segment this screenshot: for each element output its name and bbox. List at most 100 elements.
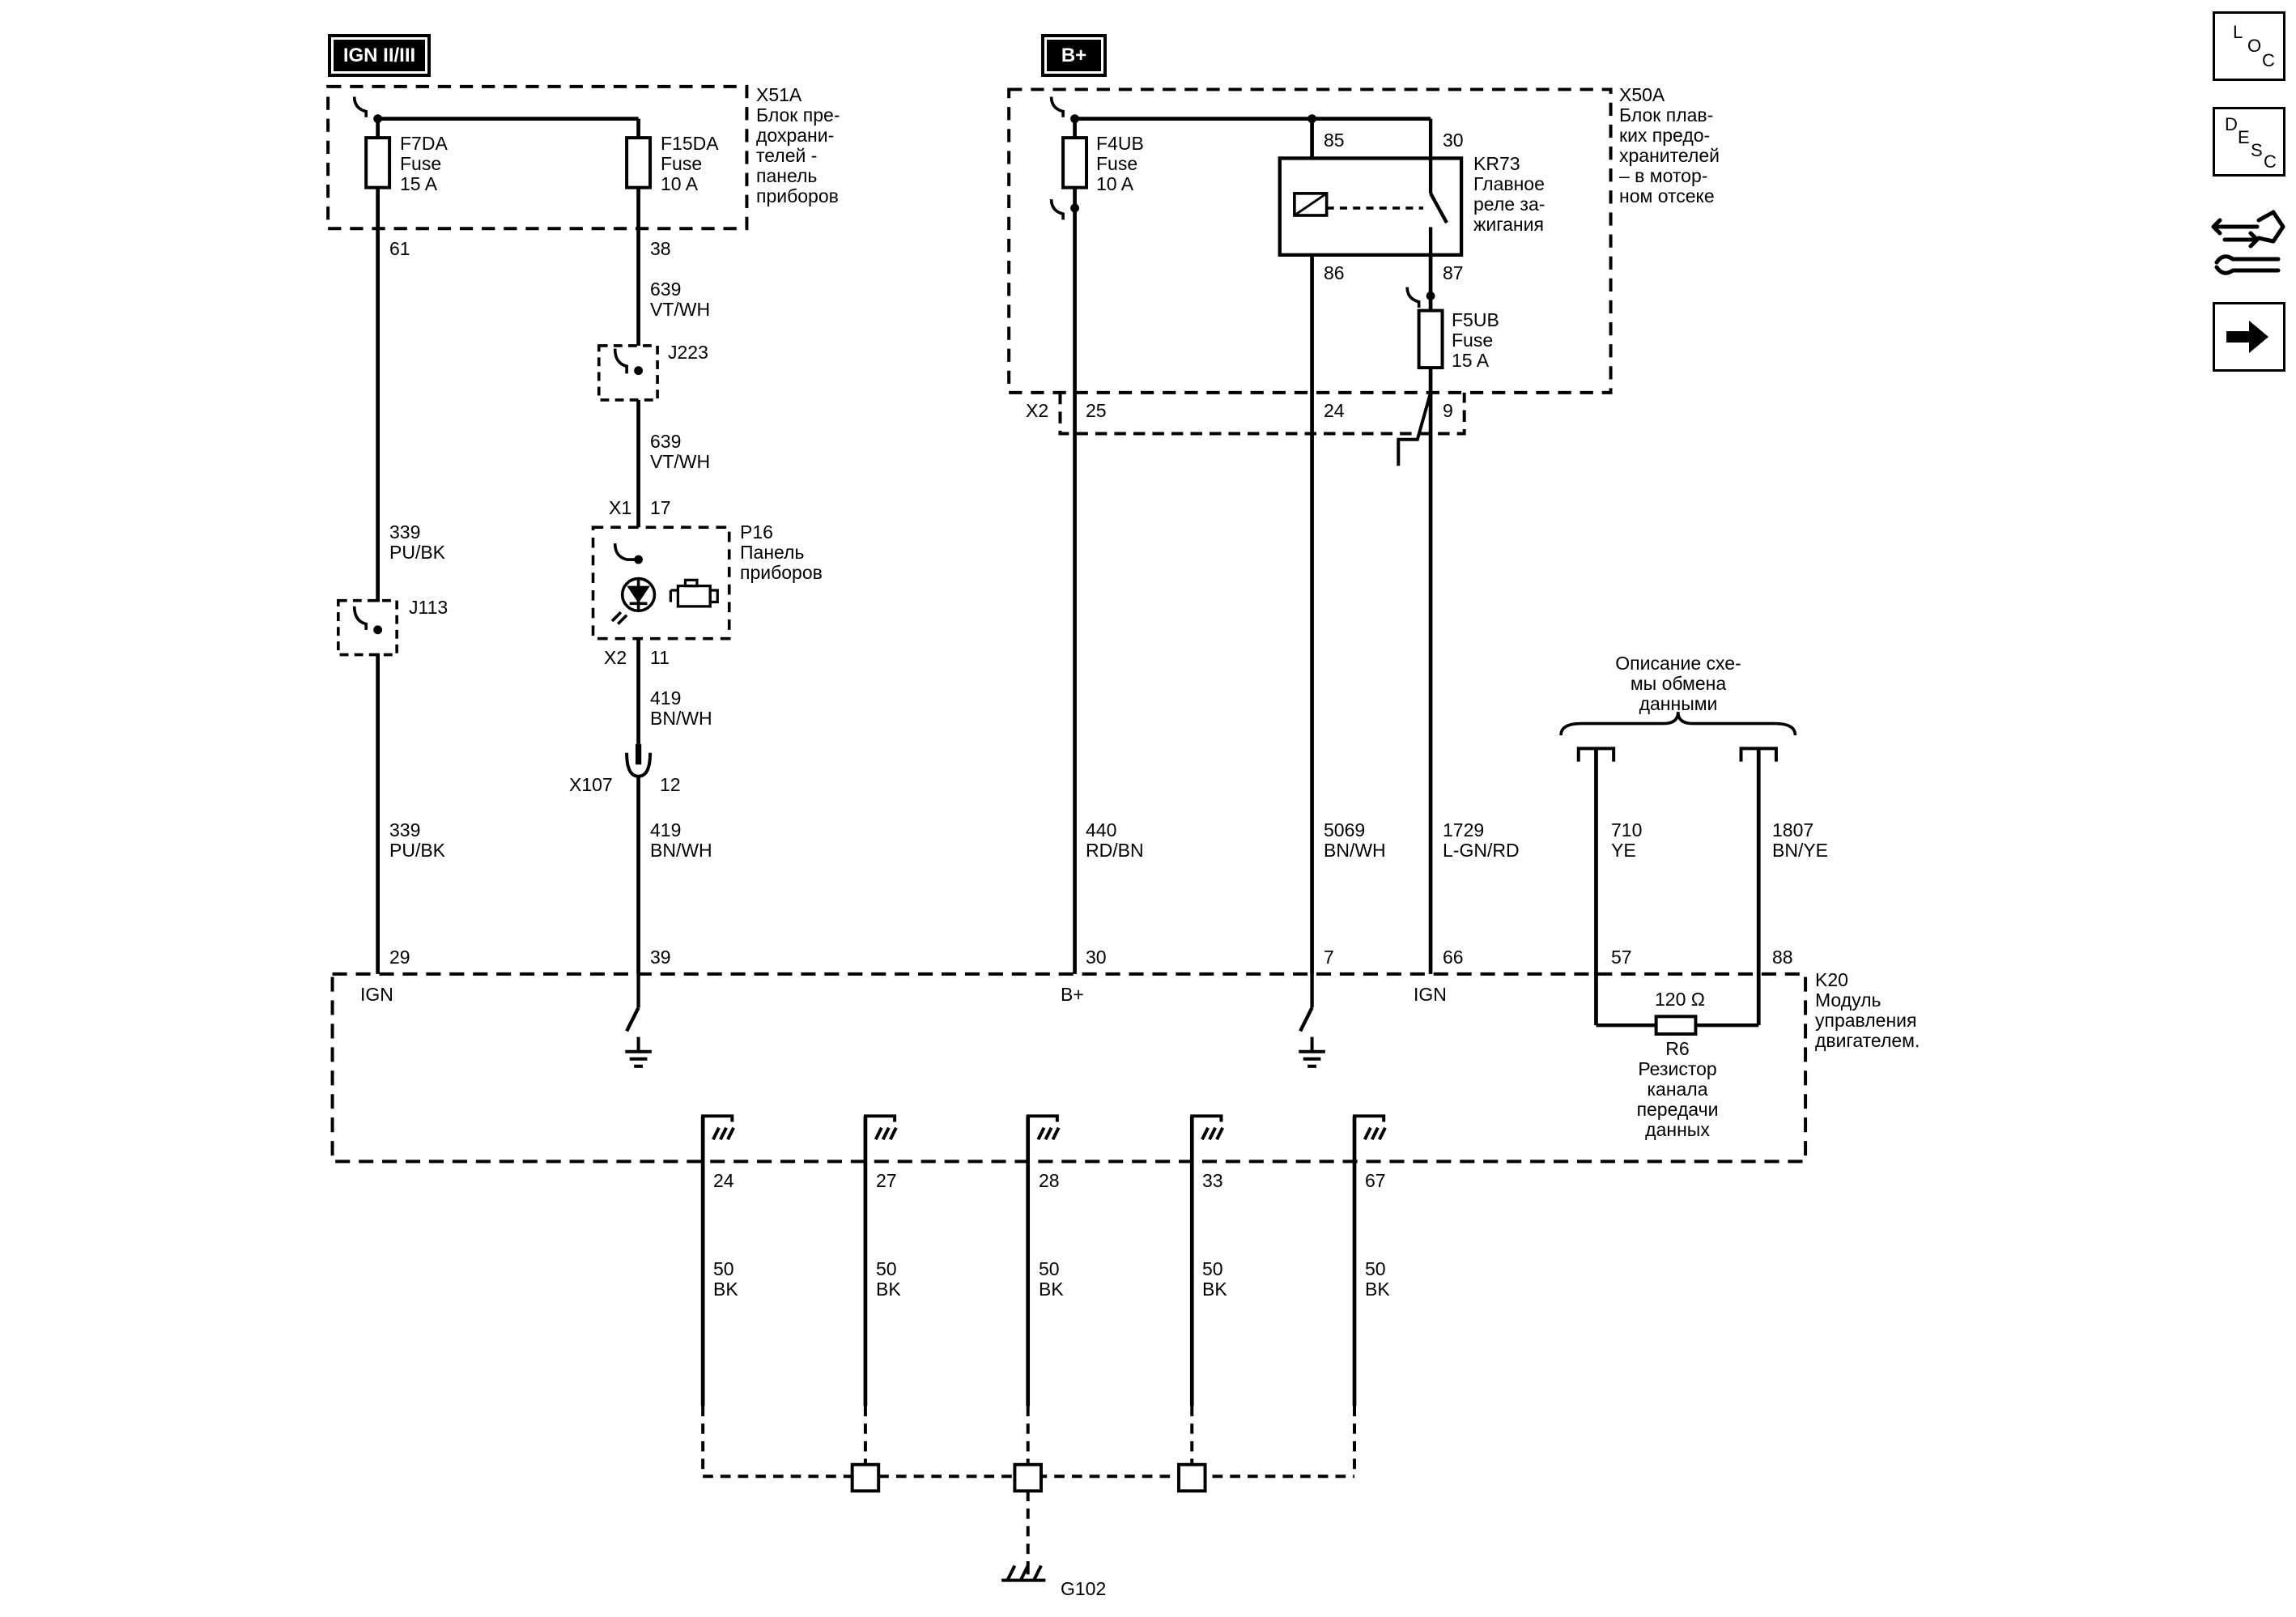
engine-warning-lamp	[610, 577, 657, 625]
relay-coil-diagonal	[1294, 192, 1328, 217]
ground-g102-symbol	[1001, 1564, 1046, 1582]
terminal-hook	[1049, 96, 1065, 117]
wire-label-419-b-circuit: 419	[650, 819, 682, 840]
ground-pin-27: 27	[876, 1170, 897, 1191]
instrument-panel-outline	[591, 526, 731, 640]
fuse-f4ub-id: F4UB	[1096, 133, 1144, 154]
ground-point-g102: G102	[1061, 1578, 1107, 1599]
resistor-r6-body	[1654, 1015, 1698, 1036]
next-arrow-icon[interactable]	[2213, 302, 2285, 372]
splice-j223-outline	[597, 344, 659, 402]
ground-wire-1-circuit: 50	[713, 1258, 734, 1279]
fuse-f4ub-type: Fuse	[1096, 153, 1138, 174]
desc-letter-d: D	[2225, 114, 2238, 134]
terminal-hook	[352, 96, 368, 117]
inline-connector-x107-pin: 12	[660, 774, 681, 795]
fuse-block-x50a-outline	[1007, 87, 1613, 394]
resistor-r6-id: R6	[1665, 1038, 1690, 1059]
k20-pin-7: 7	[1324, 947, 1334, 968]
fuse-f7da-id: F7DA	[400, 133, 448, 154]
wire-label-639-b-color: VT/WH	[650, 451, 711, 472]
fuse-f15da-rating: 10 A	[661, 173, 699, 194]
relay-contact-blade	[1429, 192, 1448, 224]
wire-label-440-circuit: 440	[1086, 819, 1117, 840]
loc-icon[interactable]: L O C	[2213, 11, 2285, 81]
junction-dot	[634, 555, 644, 564]
junction-dot	[1070, 203, 1079, 213]
wire-label-639-a-circuit: 639	[650, 279, 682, 300]
wire-label-339-b-circuit: 339	[389, 819, 421, 840]
k20-input-ign-2: IGN	[1414, 984, 1447, 1005]
relay-pin-87: 87	[1443, 262, 1464, 283]
relay-pin-86: 86	[1324, 262, 1345, 283]
ipc-conn-top: X1	[609, 497, 632, 518]
junction-dot	[1307, 114, 1316, 124]
ground-wire-3-color: BK	[1039, 1279, 1064, 1300]
fuse-block-x51a-id: X51A	[756, 84, 802, 105]
power-source-bplus-label: B+	[1044, 37, 1103, 74]
fuse-block-x50a-id: X50A	[1619, 84, 1665, 105]
ground-wire-4-color: BK	[1202, 1279, 1227, 1300]
ground-pin-67: 67	[1365, 1170, 1386, 1191]
wire-label-1729-circuit: 1729	[1443, 819, 1485, 840]
ground-wire-5-circuit: 50	[1365, 1258, 1386, 1279]
loc-letter-c: C	[2262, 50, 2275, 70]
relay-pin-30: 30	[1443, 130, 1464, 151]
relay-pin-85: 85	[1324, 130, 1345, 151]
desc-icon[interactable]: D E S C	[2213, 107, 2285, 177]
fuse-block-x51a-outline	[326, 84, 749, 231]
wire-label-1807-color: BN/YE	[1772, 840, 1829, 861]
splice-j223-id: J223	[668, 342, 708, 363]
junction-dot	[1070, 114, 1079, 124]
wire-label-339-a-color: PU/BK	[389, 542, 446, 563]
fuse-f4ub-body	[1061, 136, 1089, 189]
ipc-pin-bottom: 11	[650, 647, 670, 668]
junction-dot	[373, 114, 383, 124]
wire-label-419-b-color: BN/WH	[650, 840, 712, 861]
desc-letter-e: E	[2238, 127, 2250, 147]
ground-wire-2-color: BK	[876, 1279, 901, 1300]
ground-splice-1	[850, 1462, 881, 1493]
junction-dot	[373, 625, 383, 635]
wire-label-5069-circuit: 5069	[1324, 819, 1366, 840]
k20-input-bplus: B+	[1061, 984, 1084, 1005]
power-source-ign: IGN II/III	[328, 34, 431, 77]
relay-kr73-desc: Главное реле за- жигания	[1473, 173, 1546, 235]
ground-wire-4-circuit: 50	[1202, 1258, 1223, 1279]
fuse-f15da-id: F15DA	[661, 133, 719, 154]
terminal-hook	[613, 543, 639, 561]
data-comm-reference: Описание схе- мы обмена данными	[1615, 653, 1741, 714]
fuse-f7da-type: Fuse	[400, 153, 442, 174]
desc-letter-c: C	[2264, 151, 2277, 172]
resistor-r6-desc: Резистор канала передачи данных	[1636, 1058, 1719, 1140]
terminal-hook	[352, 606, 368, 630]
fuse-f5ub-rating: 15 A	[1452, 350, 1490, 371]
resistor-r6-value: 120 Ω	[1655, 989, 1705, 1010]
k20-pin-29: 29	[389, 947, 410, 968]
connector-repair-icon[interactable]	[2209, 202, 2290, 279]
instrument-panel-id: P16	[740, 521, 773, 543]
loc-letter-l: L	[2233, 22, 2243, 42]
wire-label-5069-color: BN/WH	[1324, 840, 1386, 861]
data-comm-brace	[1559, 712, 1797, 736]
module-k20-outline	[330, 972, 1808, 1164]
wire-label-639-a-color: VT/WH	[650, 299, 711, 320]
fuse-f5ub-type: Fuse	[1452, 330, 1494, 351]
ground-switch-k20-39-blade	[625, 1006, 640, 1032]
fuse-f15da-body	[625, 136, 653, 189]
fuse-f5ub-id: F5UB	[1452, 309, 1499, 330]
wire-label-339-a-circuit: 339	[389, 521, 421, 543]
ground-wire-3-circuit: 50	[1039, 1258, 1060, 1279]
ground-pin-24: 24	[713, 1170, 734, 1191]
ipc-conn-bottom: X2	[604, 647, 627, 668]
x2-connector-outline	[1058, 392, 1466, 436]
wire-label-710-circuit: 710	[1611, 819, 1643, 840]
k20-pin-66: 66	[1443, 947, 1464, 968]
ground-splice-2	[1013, 1462, 1043, 1493]
wire-label-339-b-color: PU/BK	[389, 840, 446, 861]
wire-label-639-b-circuit: 639	[650, 431, 682, 452]
wire-label-419-a-circuit: 419	[650, 687, 682, 709]
ground-wire-5-color: BK	[1365, 1279, 1390, 1300]
